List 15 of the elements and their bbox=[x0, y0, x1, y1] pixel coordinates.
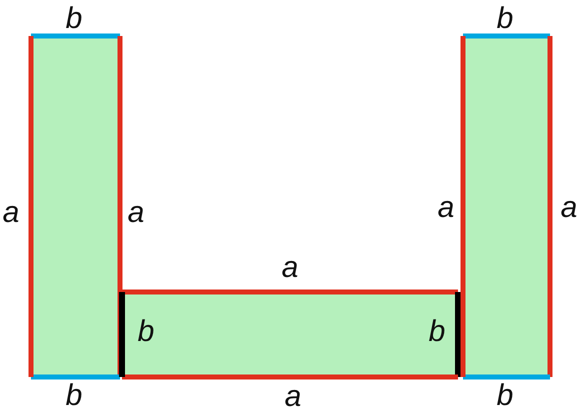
side-label: a bbox=[2, 198, 20, 228]
side-label: b bbox=[496, 4, 514, 34]
side-label: a bbox=[560, 193, 578, 223]
side-label: b bbox=[66, 4, 82, 34]
side-label: a bbox=[438, 193, 454, 223]
side-label: b bbox=[496, 381, 514, 411]
side-label: a bbox=[284, 382, 302, 412]
side-label: b bbox=[66, 381, 82, 411]
rectangle bbox=[460, 34, 552, 380]
side-label: a bbox=[282, 253, 298, 283]
side-label: b bbox=[138, 317, 154, 347]
side-label: a bbox=[128, 198, 144, 228]
side-label: b bbox=[428, 317, 446, 347]
rectangle bbox=[28, 34, 122, 380]
rectangle bbox=[119, 290, 461, 380]
